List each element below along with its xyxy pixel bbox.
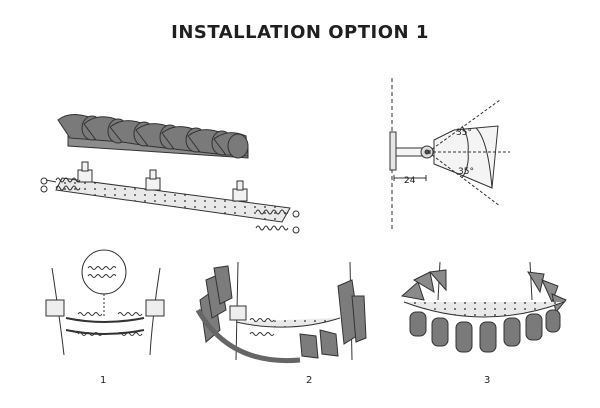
- light-heads: [57, 114, 249, 159]
- step-2-label: 2: [306, 375, 313, 386]
- angle-upper-label: 35°: [456, 128, 472, 138]
- strap-clamps: [77, 161, 248, 202]
- exploded-assembly: [40, 114, 300, 234]
- step-3-diagram: [400, 261, 567, 353]
- angle-lower-label: 35°: [458, 167, 474, 177]
- page-title: INSTALLATION OPTION 1: [171, 22, 429, 43]
- side-view-detail: [389, 78, 510, 232]
- step-3-label: 3: [484, 375, 491, 386]
- tension-springs: [40, 177, 300, 234]
- distance-label: 24: [404, 176, 416, 186]
- step-1-label: 1: [100, 375, 107, 386]
- mounting-strap: [55, 177, 291, 223]
- step-1-diagram: [45, 249, 165, 356]
- step-2-diagram: [195, 261, 367, 364]
